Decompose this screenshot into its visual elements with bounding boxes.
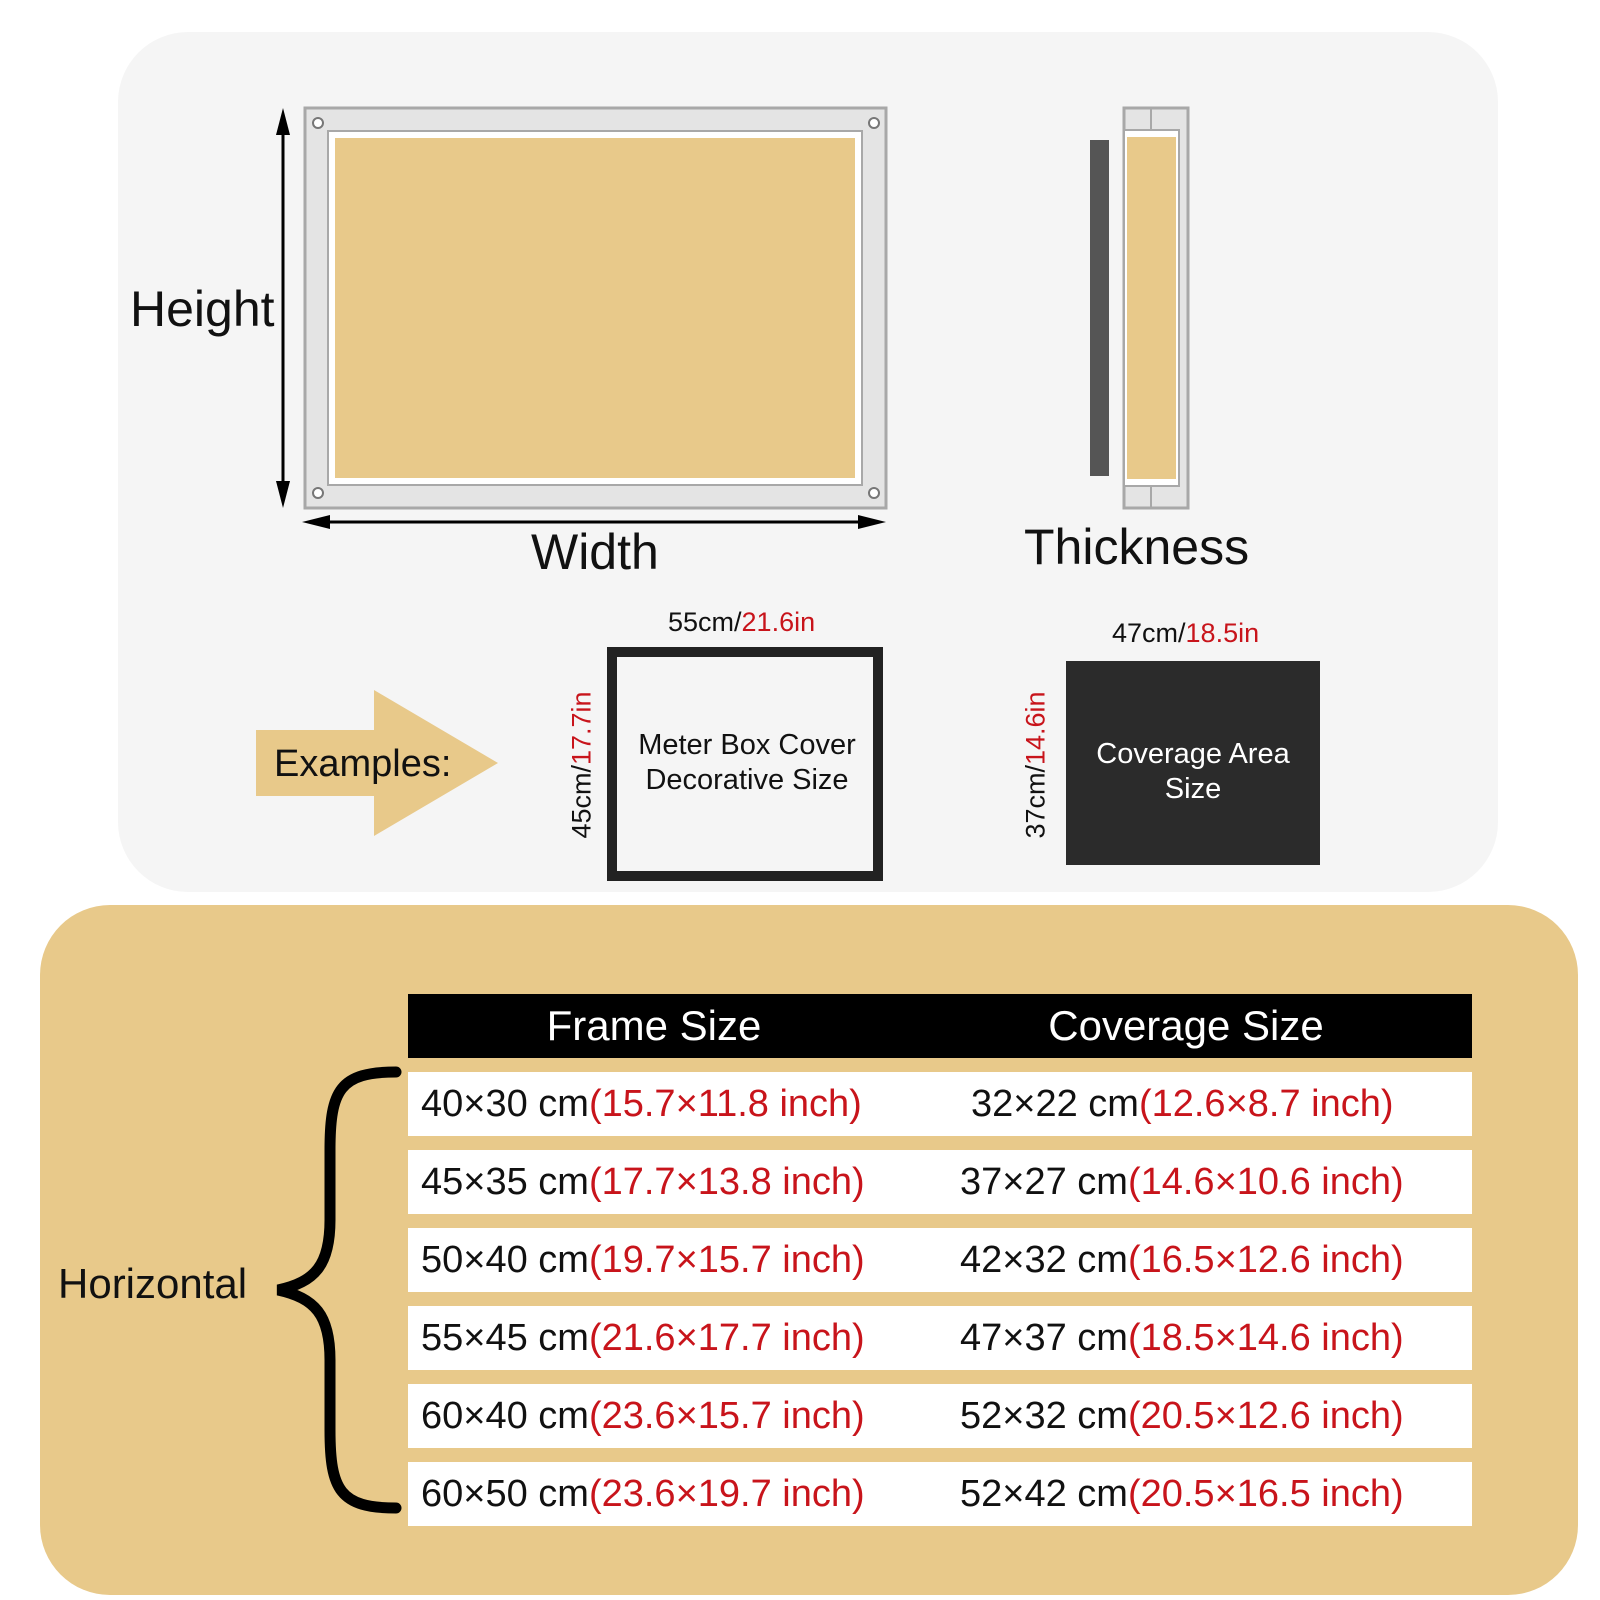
frame-diagram: [256, 106, 1320, 881]
table-row: 50×40 cm(19.7×15.7 inch) 42×32 cm(16.5×1…: [408, 1228, 1472, 1292]
frame-front-view: [303, 106, 888, 510]
thickness-label: Thickness: [1024, 519, 1250, 575]
group-label-horizontal: Horizontal: [58, 1260, 248, 1307]
size-table-header: Frame Size Coverage Size: [408, 994, 1472, 1058]
table-row: 60×50 cm(23.6×19.7 inch) 52×42 cm(20.5×1…: [408, 1462, 1472, 1526]
example-coverage-box: [1066, 661, 1320, 865]
table-row: 55×45 cm(21.6×17.7 inch) 47×37 cm(18.5×1…: [408, 1306, 1472, 1370]
height-arrow-icon: [276, 108, 290, 508]
example-frame-caption: Meter Box Cover Decorative Size: [638, 729, 856, 797]
table-row: 60×40 cm(23.6×15.7 inch) 52×32 cm(20.5×1…: [408, 1384, 1472, 1448]
table-row: 45×35 cm(17.7×13.8 inch) 37×27 cm(14.6×1…: [408, 1150, 1472, 1214]
header-coverage-size: Coverage Size: [1048, 1002, 1324, 1049]
header-frame-size: Frame Size: [546, 1002, 762, 1049]
height-label: Height: [130, 281, 275, 337]
examples-arrow-icon: [256, 690, 498, 836]
frame-side-view: [1090, 106, 1190, 510]
examples-label: Examples:: [274, 743, 452, 785]
width-arrow-icon: [302, 515, 886, 529]
example-coverage-caption: Coverage Area Size: [1096, 738, 1290, 806]
example-frame-box: [607, 647, 883, 881]
width-label: Width: [531, 524, 659, 580]
table-row: 40×30 cm(15.7×11.8 inch) 32×22 cm(12.6×8…: [408, 1072, 1472, 1136]
example-frame-width: 55cm/21.6in: [668, 607, 816, 637]
curly-brace-icon: [276, 1066, 402, 1514]
example-coverage-width: 47cm/18.5in: [1112, 618, 1260, 648]
